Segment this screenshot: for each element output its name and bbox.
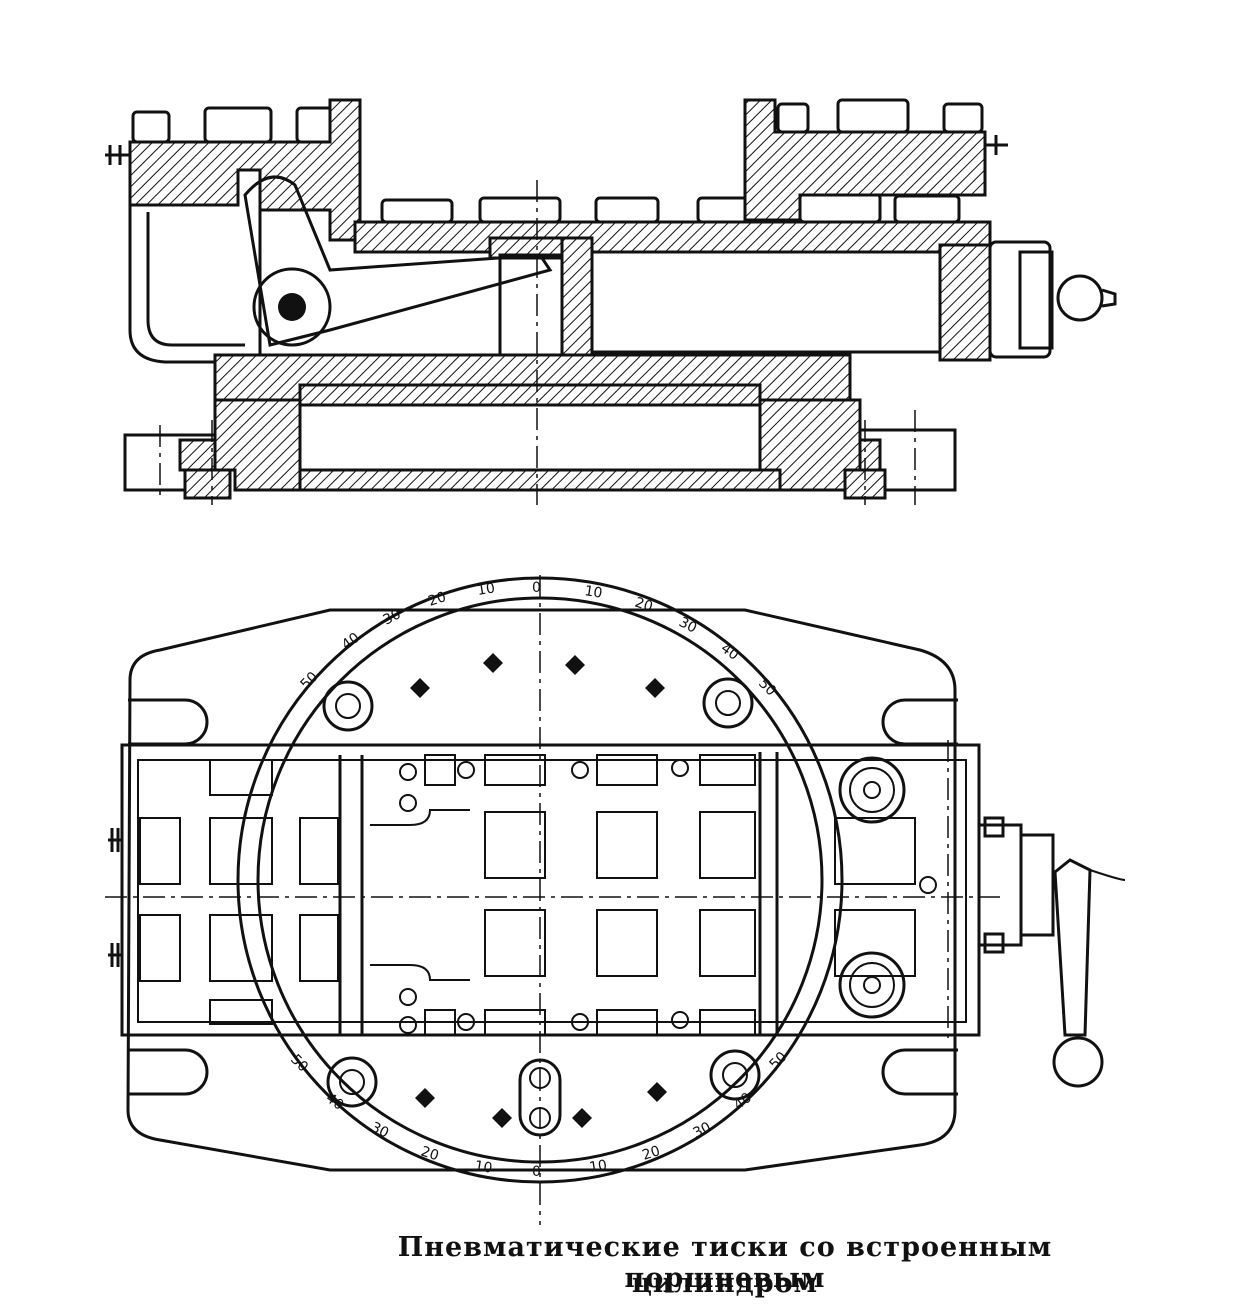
scale-label: 30: [381, 606, 404, 628]
cylinder: [298, 403, 762, 472]
screw-housing: [977, 823, 1023, 947]
scale-label: 20: [640, 1143, 662, 1164]
caption-line-1: Пневматические тиски со встроенным поршн…: [397, 1232, 1053, 1294]
scale-label: 20: [426, 589, 448, 610]
mounting-slot-top-left: [128, 698, 209, 746]
base-flange-right: [858, 428, 957, 492]
scale-label: 30: [691, 1119, 714, 1141]
scale-label: 10: [588, 1157, 608, 1176]
swivel-base-plate: [126, 608, 957, 1172]
diamond-holes: [410, 653, 667, 1128]
scale-label: 10: [476, 580, 496, 599]
crank-handle: [1053, 858, 1092, 1037]
jaw-grid-right: [834, 756, 937, 1019]
fixed-jaw: [128, 98, 362, 242]
vise-technical-drawing: 50 40 30 20 10 0 10 20 30 40 50 50 40 30…: [105, 98, 1126, 1225]
scale-label: 10: [583, 583, 603, 602]
body-screws: [399, 759, 689, 1034]
jaw-bolt-lower: [838, 951, 906, 1019]
scale-label: 30: [676, 614, 699, 636]
mounting-slot-bottom-right: [881, 1048, 958, 1096]
sectional-view: [105, 98, 1117, 505]
scale-label: 0: [532, 580, 541, 596]
ring-bolts: [322, 677, 761, 1108]
scale-label: 20: [419, 1144, 441, 1165]
moving-jaw: [743, 98, 987, 222]
scale-label: 10: [473, 1158, 493, 1177]
crank-knob: [1052, 1036, 1104, 1088]
body-grid-center: [370, 754, 756, 1036]
mounting-slot-bottom-left: [128, 1048, 209, 1096]
handle-knob: [1056, 274, 1104, 322]
scale-label: 0: [532, 1164, 541, 1180]
piston: [298, 383, 762, 407]
scale-label: 30: [368, 1119, 391, 1141]
handle-boss: [988, 240, 1052, 359]
scale-label: 50: [755, 676, 779, 700]
plan-view: 50 40 30 20 10 0 10 20 30 40 50 50 40 30…: [105, 575, 1126, 1225]
lever-pivot: [252, 267, 332, 347]
body-upper-beam: [353, 220, 992, 254]
mounting-slot-top-right: [881, 698, 958, 746]
jaw-grid-left: [139, 759, 339, 1025]
scale-label: 50: [298, 669, 322, 693]
left-chamber: [128, 205, 262, 364]
base-left: [178, 398, 302, 492]
scale-label: 40: [718, 640, 742, 663]
base-flange-left: [123, 433, 217, 492]
caption-line-2: цилиндром: [631, 1268, 819, 1299]
clamp-lever: [243, 175, 553, 347]
jaw-bolt-upper: [838, 756, 906, 824]
scale-label: 20: [633, 595, 655, 616]
right-chamber: [588, 250, 942, 354]
